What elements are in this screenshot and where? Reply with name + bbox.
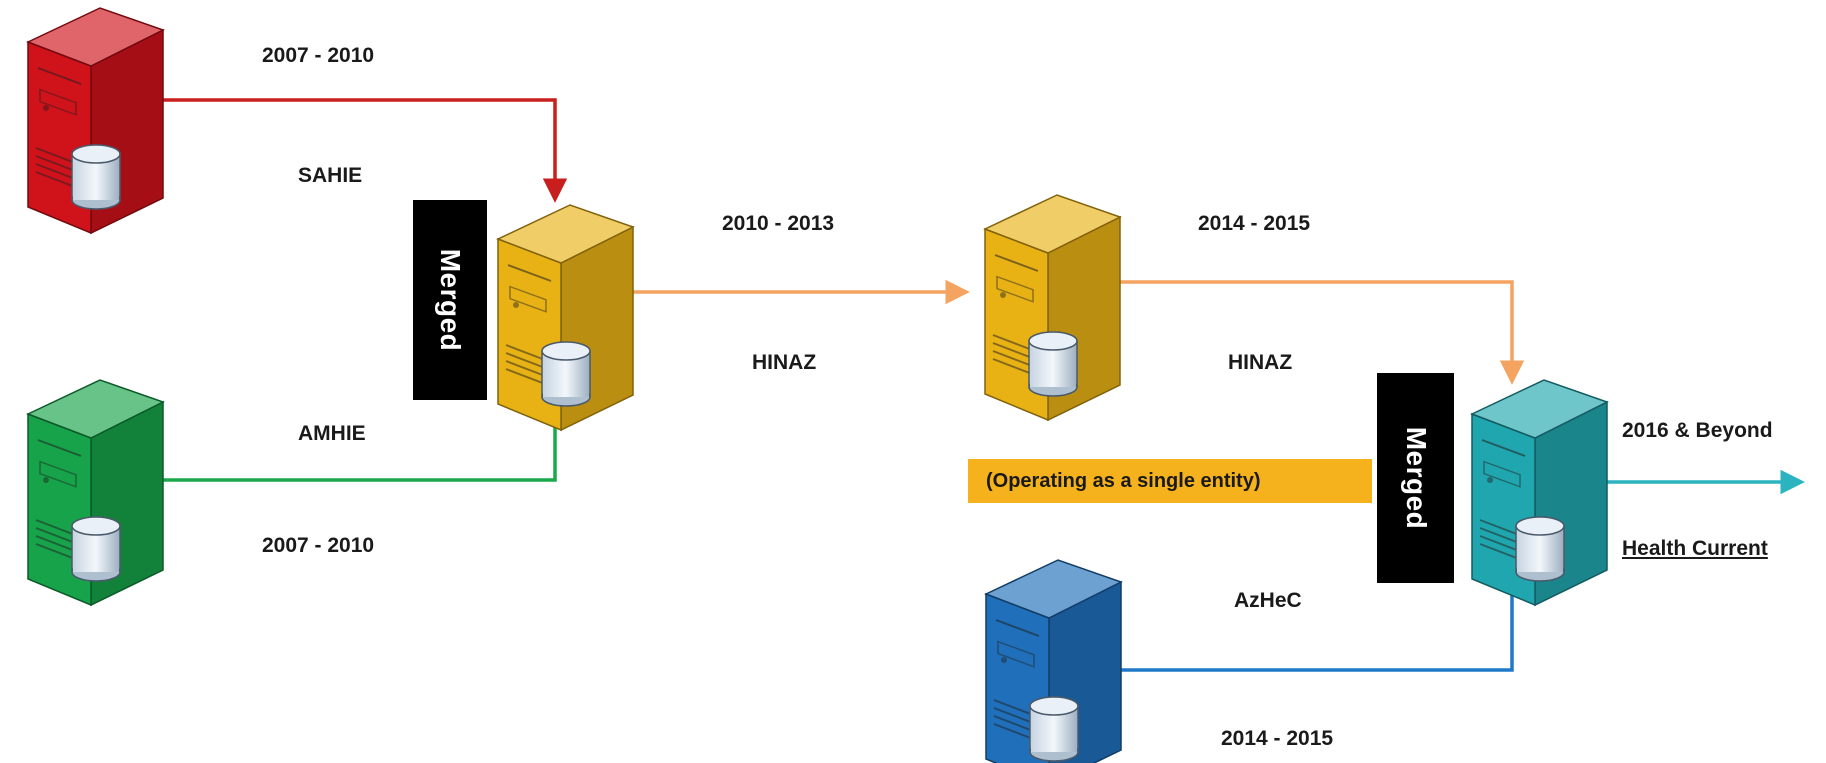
- single-entity-note: (Operating as a single entity): [968, 459, 1372, 503]
- arrow-sahie-to-merged: [158, 98, 568, 203]
- arrow-hinaz-to-health-current: [1092, 280, 1525, 385]
- server-sahie-icon: [26, 7, 165, 235]
- server-azhec-icon: [984, 559, 1123, 763]
- hinaz-first-period: 2010 - 2013: [722, 212, 835, 235]
- merged-label: Merged: [1400, 426, 1432, 530]
- arrow-azhec-to-health-current: [1095, 555, 1525, 672]
- server-amhie-icon: [26, 379, 165, 607]
- server-hinaz-icon: [983, 194, 1122, 422]
- amhie-period: 2007 - 2010: [262, 534, 375, 557]
- server-health-current-icon: [1470, 379, 1609, 607]
- azhec-name: AzHeC: [1234, 589, 1302, 612]
- hinaz-second-period: 2014 - 2015: [1198, 212, 1311, 235]
- server-hinaz-merged-icon: [496, 204, 635, 432]
- amhie-name: AMHIE: [298, 422, 366, 445]
- merged-badge-second: Merged: [1377, 373, 1454, 583]
- health-current-name: Health Current: [1622, 537, 1768, 560]
- azhec-period: 2014 - 2015: [1221, 727, 1334, 750]
- merged-badge-first: Merged: [413, 200, 487, 400]
- health-current-period: 2016 & Beyond: [1622, 419, 1773, 442]
- connectors: [158, 98, 1805, 672]
- sahie-name: SAHIE: [298, 164, 363, 187]
- hinaz-first-name: HINAZ: [752, 351, 817, 374]
- merged-label: Merged: [435, 248, 466, 352]
- hinaz-second-name: HINAZ: [1228, 351, 1293, 374]
- sahie-period: 2007 - 2010: [262, 44, 375, 67]
- single-entity-note-text: (Operating as a single entity): [986, 470, 1261, 492]
